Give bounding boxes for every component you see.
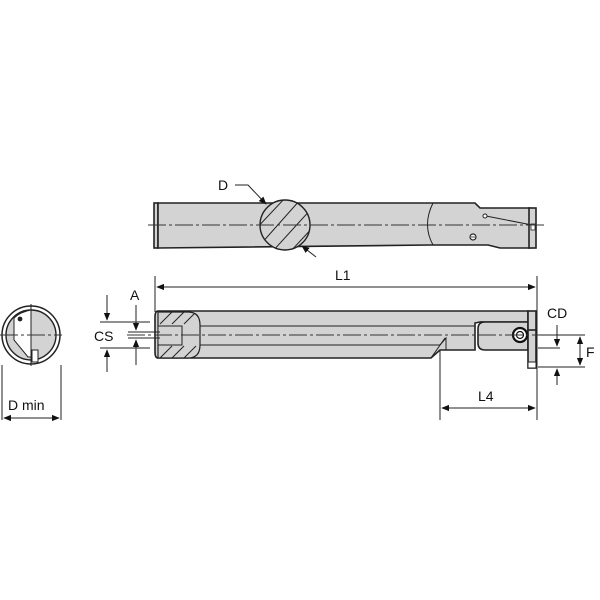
top-view: D <box>148 177 545 258</box>
leader-d-top <box>235 184 267 205</box>
label-f: F <box>586 344 595 360</box>
label-dmin: D min <box>8 397 45 413</box>
insert-slot <box>530 223 536 231</box>
label-cs: CS <box>94 328 113 344</box>
coolant-hole-icon <box>17 316 23 322</box>
label-a: A <box>130 287 140 303</box>
side-view: L1 CS <box>94 267 595 420</box>
leader-d-bottom <box>301 245 317 258</box>
coolant-line <box>485 215 533 226</box>
end-insert <box>31 349 39 363</box>
coolant-port-icon <box>482 213 488 219</box>
transition-curve <box>427 202 434 246</box>
end-view: D min <box>0 304 62 422</box>
section-hatch <box>260 200 310 250</box>
label-l1: L1 <box>335 267 351 283</box>
end-flat <box>13 309 32 358</box>
side-body <box>154 310 529 359</box>
label-l4: L4 <box>478 388 494 404</box>
label-cd: CD <box>547 305 567 321</box>
top-body <box>157 202 531 249</box>
label-d: D <box>218 177 228 193</box>
